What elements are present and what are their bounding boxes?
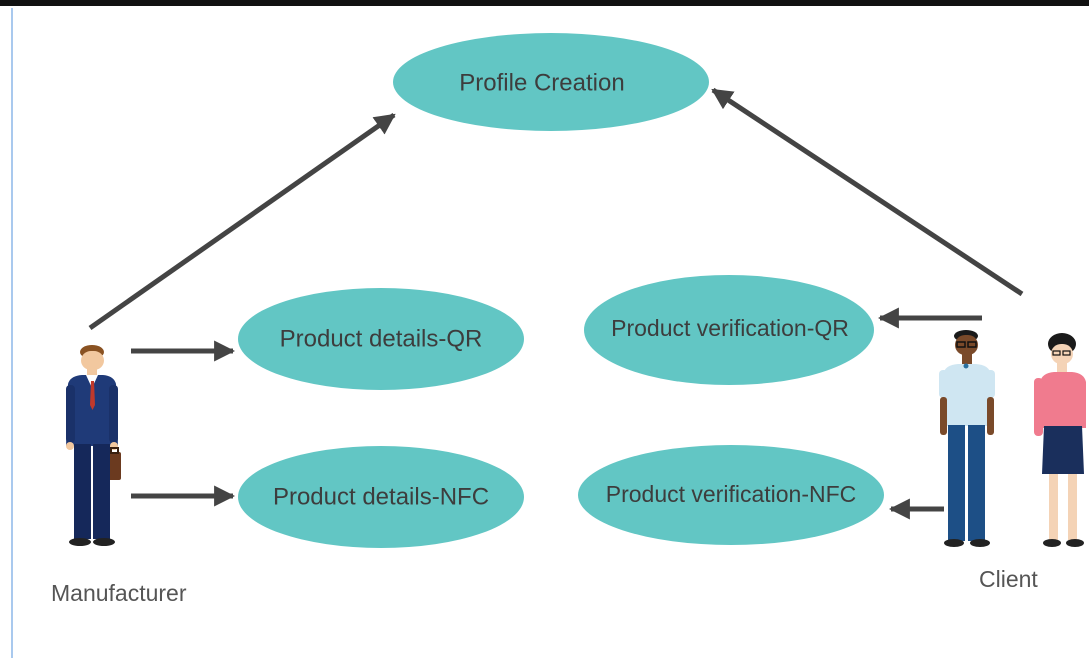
arrow-manufacturer-to-profile [88, 112, 396, 331]
left-border [11, 8, 13, 658]
use-case-product-details-qr: Product details-QR [238, 288, 524, 390]
client-figure-man [939, 330, 995, 547]
top-border [0, 0, 1089, 6]
use-case-profile-creation: Profile Creation [393, 33, 709, 131]
arrow-client-to-profile [711, 87, 1024, 297]
use-case-product-verification-qr: Product verification-QR [584, 275, 874, 385]
product-verification-nfc-label: Product verification-NFC [606, 481, 857, 507]
profile-creation-label: Profile Creation [459, 69, 624, 96]
product-details-qr-label: Product details-QR [280, 325, 483, 352]
product-details-nfc-label: Product details-NFC [273, 483, 489, 510]
client-figure-woman [1034, 333, 1086, 547]
use-case-product-details-nfc: Product details-NFC [238, 446, 524, 548]
manufacturer-figure [66, 345, 121, 546]
client-label: Client [979, 566, 1038, 592]
use-case-product-verification-nfc: Product verification-NFC [578, 445, 884, 545]
manufacturer-label: Manufacturer [51, 580, 187, 606]
product-verification-qr-label: Product verification-QR [611, 315, 849, 341]
